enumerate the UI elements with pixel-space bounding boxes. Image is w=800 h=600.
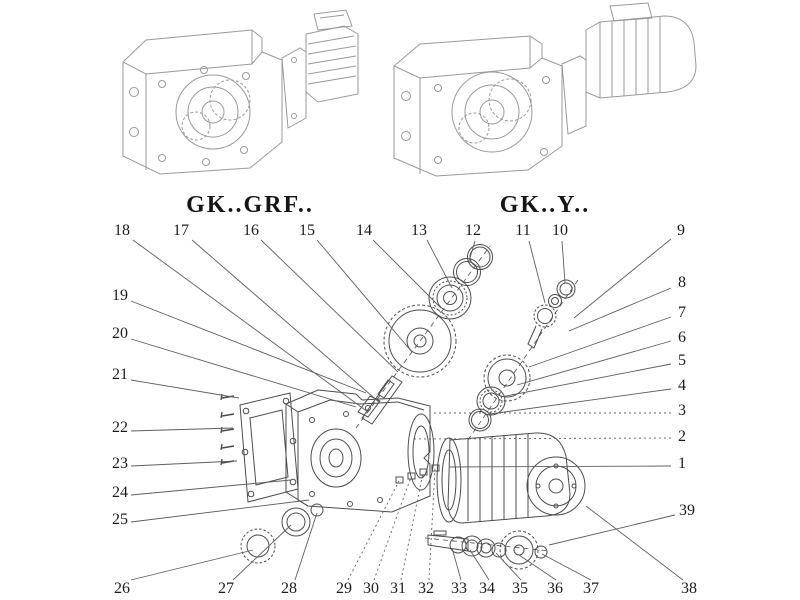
part-number-36: 36	[547, 580, 563, 597]
part-number-31: 31	[390, 580, 406, 597]
cover-plate	[239, 392, 299, 503]
leader-line-18	[132, 239, 369, 413]
part-number-23: 23	[112, 455, 128, 472]
part-number-29: 29	[336, 580, 352, 597]
leader-line-4	[489, 388, 672, 415]
part-number-24: 24	[112, 484, 128, 501]
leader-line-39	[548, 514, 676, 546]
cover-screws	[220, 393, 235, 466]
leader-line-37	[541, 553, 592, 581]
part-number-17: 17	[173, 222, 189, 239]
leader-line-15	[316, 239, 413, 353]
part-number-3: 3	[678, 402, 686, 419]
part-number-8: 8	[678, 274, 686, 291]
part-number-22: 22	[112, 419, 128, 436]
part-number-30: 30	[363, 580, 379, 597]
part-number-28: 28	[281, 580, 297, 597]
assembled-gearbox-grf-drawing	[122, 9, 359, 175]
leader-line-29	[347, 480, 400, 581]
part-number-19: 19	[112, 287, 128, 304]
leader-line-22	[130, 427, 234, 432]
part-number-26: 26	[114, 580, 130, 597]
leader-line-17	[191, 239, 381, 404]
model-label-gk-y: GK..Y..	[499, 192, 591, 218]
leader-line-9	[573, 238, 672, 319]
leader-line-13	[426, 239, 453, 289]
leader-line-35	[495, 552, 522, 581]
leader-line-5	[500, 363, 672, 398]
leader-line-11	[528, 240, 546, 304]
part-number-14: 14	[356, 222, 372, 239]
axis-centerlines	[355, 245, 579, 552]
pinion-assembly	[468, 279, 576, 432]
leader-line-26	[130, 549, 254, 581]
part-number-1: 1	[678, 455, 686, 472]
leader-line-24	[130, 479, 292, 496]
part-number-32: 32	[418, 580, 434, 597]
leader-line-12	[468, 240, 476, 262]
part-number-5: 5	[678, 352, 686, 369]
leader-line-20	[130, 338, 357, 408]
part-number-16: 16	[243, 222, 259, 239]
part-number-21: 21	[112, 366, 128, 383]
leader-line-38	[585, 505, 684, 581]
part-number-37: 37	[583, 580, 599, 597]
part-number-18: 18	[114, 222, 130, 239]
part-number-10: 10	[552, 222, 568, 239]
part-number-11: 11	[515, 222, 531, 239]
part-number-6: 6	[678, 329, 686, 346]
leader-line-2	[410, 437, 672, 440]
part-number-27: 27	[218, 580, 234, 597]
leader-line-14	[372, 239, 442, 309]
part-number-34: 34	[479, 580, 495, 597]
leader-line-21	[130, 379, 240, 399]
part-number-25: 25	[112, 511, 128, 528]
leader-line-36	[518, 554, 557, 581]
leader-line-31	[400, 472, 424, 581]
leader-line-25	[130, 499, 310, 523]
part-number-9: 9	[677, 222, 685, 239]
leader-line-7	[528, 316, 672, 368]
leader-line-16	[260, 239, 399, 373]
output-shaft-assembly	[427, 530, 548, 570]
leader-line-10	[561, 240, 566, 284]
part-number-38: 38	[681, 580, 697, 597]
leader-line-30	[373, 476, 412, 581]
assembled-gearmotor-y-drawing	[393, 2, 697, 177]
leader-line-23	[130, 460, 238, 467]
leader-line-1	[448, 465, 672, 468]
motor-body	[436, 432, 586, 524]
part-number-13: 13	[411, 222, 427, 239]
leader-line-6	[516, 340, 672, 386]
part-number-7: 7	[678, 304, 686, 321]
leader-line-34	[469, 549, 490, 581]
exploded-view-art	[220, 244, 586, 570]
leader-line-19	[130, 300, 367, 394]
part-number-2: 2	[678, 428, 686, 445]
part-number-39: 39	[679, 502, 695, 519]
leader-line-33	[451, 547, 462, 581]
part-number-4: 4	[678, 377, 686, 394]
part-number-33: 33	[451, 580, 467, 597]
part-number-15: 15	[299, 222, 315, 239]
part-number-20: 20	[112, 325, 128, 342]
leader-line-8	[568, 287, 672, 332]
part-number-35: 35	[512, 580, 528, 597]
leader-line-28	[294, 512, 318, 581]
leader-line-32	[428, 468, 436, 581]
part-number-12: 12	[465, 222, 481, 239]
flange-fasteners	[395, 464, 440, 484]
model-label-gk-grf: GK..GRF..	[186, 192, 314, 218]
leader-line-27	[232, 524, 292, 581]
